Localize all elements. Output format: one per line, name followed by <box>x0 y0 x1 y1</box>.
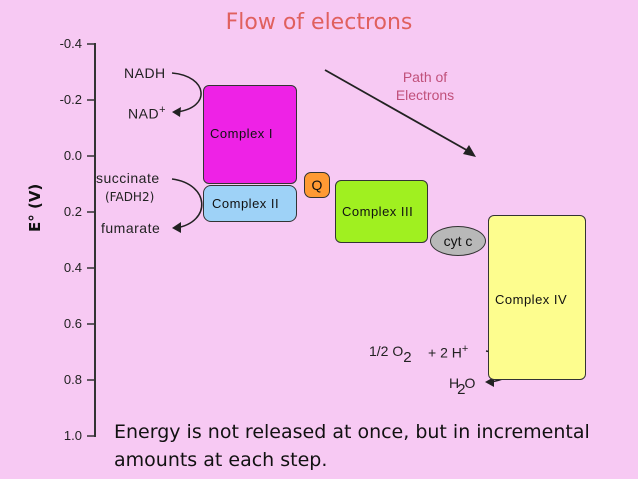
water-o: O <box>464 375 476 391</box>
tick-lines <box>87 43 95 437</box>
hydrogen-text: + 2 H <box>428 344 462 361</box>
oxygen-label: 1/2 O2 <box>369 343 412 366</box>
y-axis-label: E° (V) <box>26 183 44 232</box>
complex-1-label: Complex I <box>210 126 274 141</box>
succinate-arrowhead <box>172 222 181 233</box>
complex-3-label: Complex III <box>342 204 414 219</box>
water-subscript: 2 <box>457 381 466 398</box>
cytc-ellipse: cyt c <box>430 226 486 256</box>
water-h: H <box>449 375 460 391</box>
tick-label: 0.8 <box>63 372 82 387</box>
caption: Energy is not released at once, but in i… <box>114 418 624 474</box>
nadh-label: NADH <box>124 65 166 81</box>
q-label: Q <box>311 177 323 193</box>
path-arrow-line <box>324 69 471 153</box>
tick-label: -0.2 <box>59 92 82 107</box>
complex-1: Complex I <box>203 85 297 184</box>
tick-label: 0.4 <box>63 260 82 275</box>
hydrogen-superscript: + <box>461 343 469 355</box>
path-line-1: Path of <box>402 69 448 85</box>
tick-label: 1.0 <box>63 428 82 443</box>
path-of-electrons-label: Path of Electrons <box>370 68 480 104</box>
tick-label: 0.6 <box>63 316 82 331</box>
complex-2-label: Complex II <box>212 196 280 211</box>
hydrogen-label: + 2 H+ <box>428 343 468 361</box>
tick-label: 0.0 <box>63 148 82 163</box>
caption-line-1: Energy is not released at once, but in i… <box>114 421 590 443</box>
complex-4-label: Complex IV <box>495 292 568 307</box>
nadh-arrowhead <box>172 107 181 117</box>
path-line-2: Electrons <box>395 87 455 103</box>
complex-3: Complex III <box>335 180 428 243</box>
cytc-label: cyt c <box>443 233 473 249</box>
complex-2: Complex II <box>203 185 297 222</box>
nad-text: NAD <box>128 105 160 122</box>
tick-label: 0.2 <box>63 204 82 219</box>
caption-line-2: amounts at each step. <box>114 449 328 471</box>
nad-superscript: + <box>159 104 166 116</box>
fumarate-label: fumarate <box>101 220 161 236</box>
diagram-title: Flow of electrons <box>225 10 413 35</box>
path-arrowhead <box>463 145 476 157</box>
oxygen-prefix: 1/2 O <box>369 343 404 359</box>
complex-4: Complex IV <box>488 215 586 380</box>
fadh2-label: (FADH2) <box>105 190 155 204</box>
nad-label: NAD+ <box>128 104 166 122</box>
nadh-arrow <box>171 72 202 113</box>
tick-label: -0.4 <box>59 36 82 51</box>
q-circle: Q <box>304 172 330 198</box>
succinate-label: succinate <box>96 170 160 186</box>
water-label: H2O <box>449 375 476 398</box>
oxygen-subscript: 2 <box>403 349 412 366</box>
succinate-arrow <box>171 178 203 229</box>
